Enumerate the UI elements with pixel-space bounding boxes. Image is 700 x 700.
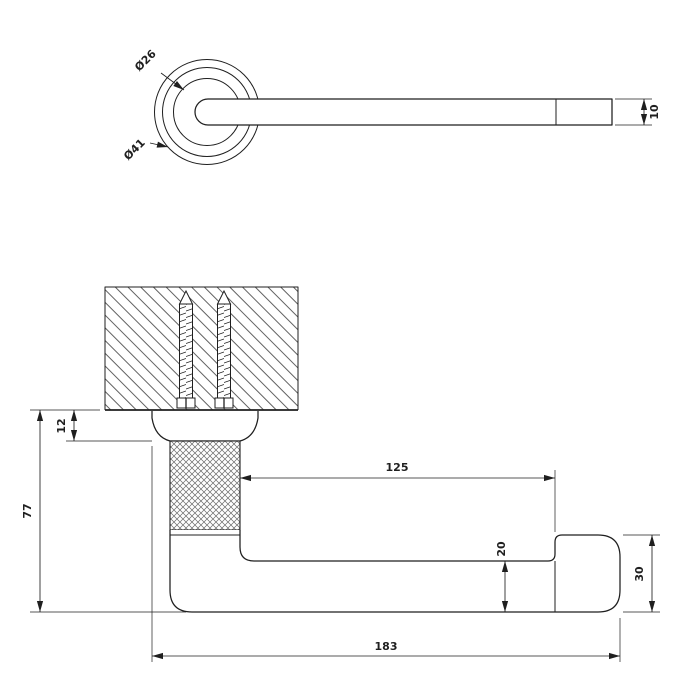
dimension-label-clearance-length: 125 xyxy=(386,461,409,474)
top-view: 10 Ø26 Ø41 xyxy=(121,47,661,165)
dimension-label-flange-thickness: 12 xyxy=(55,418,68,433)
dimension-bar-thickness: 10 xyxy=(615,98,661,126)
dimension-outer-diameter: Ø41 xyxy=(121,136,169,163)
wall-section-outline xyxy=(104,286,299,410)
dimension-label-end-height: 30 xyxy=(633,566,646,582)
dimension-label-bar-thickness: 10 xyxy=(648,104,661,120)
dimension-bar-height: 20 xyxy=(495,541,509,612)
wall-anchor-screw-right xyxy=(214,290,234,409)
dimension-inner-diameter: Ø26 xyxy=(132,47,185,91)
wall-anchor-screw-left xyxy=(176,290,196,409)
knurled-post xyxy=(169,440,241,531)
dimension-clearance-length: 125 xyxy=(240,461,556,532)
dimension-label-inner-diameter: Ø26 xyxy=(132,47,159,74)
dimension-flange-thickness: 12 xyxy=(30,409,152,442)
dimension-label-overall-depth: 77 xyxy=(21,503,34,518)
front-view: 12 77 125 20 30 183 xyxy=(21,286,660,662)
wall-section-hatch xyxy=(105,287,298,410)
holder-bar-plan xyxy=(194,98,613,126)
dimension-label-bar-height: 20 xyxy=(495,541,508,557)
wall-flange xyxy=(151,411,259,442)
dimension-end-height: 30 xyxy=(623,534,660,613)
dimension-overall-length: 183 xyxy=(151,446,621,662)
holder-arm-profile xyxy=(169,530,621,613)
dimension-overall-depth: 77 xyxy=(21,410,186,613)
dimension-label-outer-diameter: Ø41 xyxy=(121,136,148,163)
dimension-label-overall-length: 183 xyxy=(375,640,398,653)
